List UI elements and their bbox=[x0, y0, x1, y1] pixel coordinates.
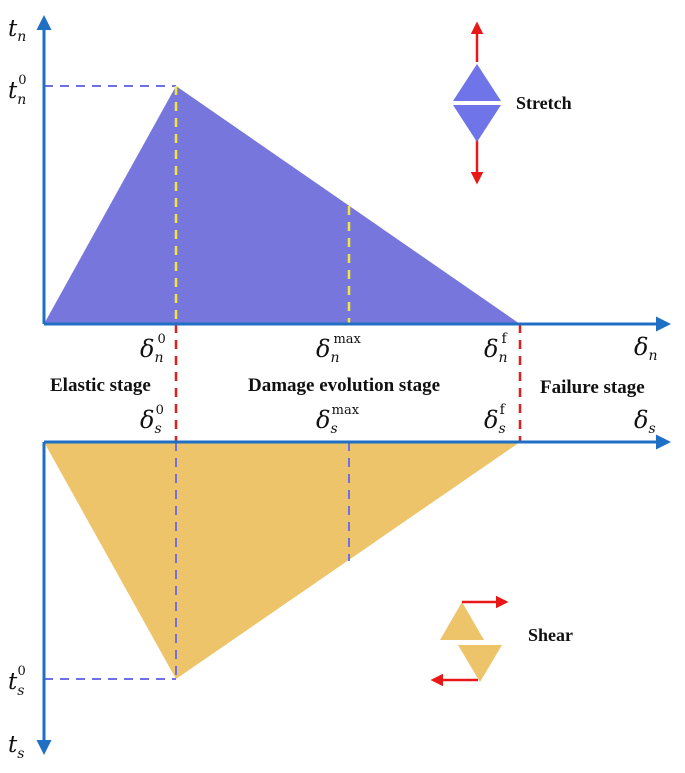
tn-axis-label: tn bbox=[8, 16, 26, 45]
deltaf-s-label: δsf bbox=[484, 402, 507, 437]
deltaf-n-label: δnf bbox=[484, 331, 508, 366]
delta-s-axis-label: δs bbox=[634, 406, 656, 437]
shear-triangle-lower bbox=[458, 645, 502, 682]
failure-stage-label: Failure stage bbox=[540, 377, 645, 398]
deltamax-n-label: δnmax bbox=[316, 332, 362, 366]
stretch-icon bbox=[453, 21, 501, 185]
tn0-label: tn0 bbox=[8, 73, 27, 108]
stretch-diamond-top bbox=[453, 64, 501, 101]
elastic-stage-label: Elastic stage bbox=[50, 375, 151, 396]
shear-icon bbox=[430, 595, 509, 687]
delta0-n-label: δn0 bbox=[140, 332, 166, 366]
deltamax-s-label: δsmax bbox=[316, 403, 360, 437]
shear-triangle-upper bbox=[440, 602, 484, 640]
stretch-diamond-bottom bbox=[453, 105, 501, 142]
delta0-s-label: δs0 bbox=[140, 403, 164, 437]
stretch-label: Stretch bbox=[516, 93, 572, 113]
delta-n-axis-label: δn bbox=[634, 333, 657, 364]
damage-stage-label: Damage evolution stage bbox=[248, 375, 440, 396]
shear-label: Shear bbox=[528, 625, 573, 645]
shear-triangle bbox=[44, 442, 520, 679]
stretch-triangle bbox=[44, 86, 520, 324]
ts0-label: ts0 bbox=[8, 664, 26, 699]
ts-axis-label: ts bbox=[8, 732, 24, 762]
